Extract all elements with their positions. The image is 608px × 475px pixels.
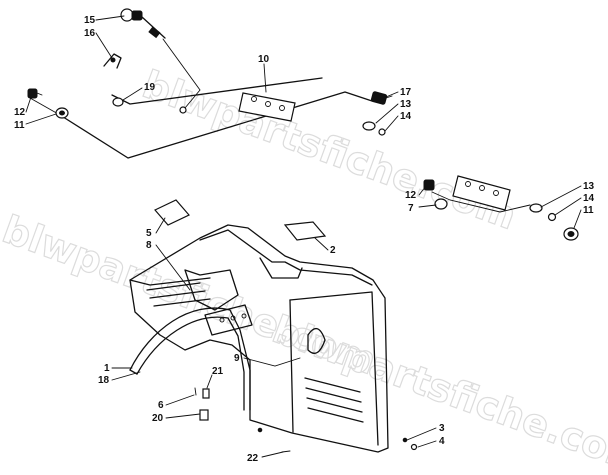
- hood-front-lip: [129, 277, 211, 286]
- grommet-19: [112, 97, 124, 107]
- switch-17: [370, 91, 393, 105]
- callout-9: 9: [234, 353, 240, 364]
- hood-notch: [259, 257, 303, 279]
- rivet-22: [257, 427, 263, 433]
- louvers-front: [146, 282, 211, 307]
- center-plate: [204, 304, 253, 336]
- callout-19: 19: [144, 82, 156, 93]
- plate-10: [238, 92, 296, 122]
- watermark: blwpartsfiche.com blwpartsfiche.com blwp…: [0, 62, 608, 475]
- switch-assembly-upper: [27, 8, 393, 159]
- fasteners: [194, 387, 418, 453]
- wiring-lead-12: [29, 97, 61, 116]
- washer-7: [434, 198, 448, 210]
- nut-14-upper: [378, 128, 386, 136]
- louvers-side: [304, 377, 364, 423]
- leader-lines: [25, 15, 582, 458]
- callout-17: 17: [400, 87, 412, 98]
- washer-13-upper: [362, 121, 376, 131]
- side-panel-edge: [289, 299, 294, 433]
- callout-2: 2: [330, 245, 336, 256]
- callout-14-upper: 14: [400, 111, 412, 122]
- wiring-right: [431, 191, 531, 213]
- screw-6: [194, 387, 197, 396]
- washer-13-right: [529, 203, 543, 213]
- switch-assembly-right: [423, 175, 579, 241]
- callout-11-right: 11: [583, 205, 594, 216]
- callout-5: 5: [146, 228, 152, 239]
- switch-12-upper: [27, 88, 43, 99]
- callout-15-upper: 15: [84, 15, 96, 26]
- trim-outer: [129, 307, 251, 411]
- callout-13-upper: 13: [400, 99, 412, 110]
- side-panel-cutout: [307, 328, 326, 354]
- callout-3: 3: [439, 423, 445, 434]
- callout-14-right: 14: [583, 193, 595, 204]
- hood-panel: [129, 224, 389, 453]
- callout-10: 10: [258, 54, 270, 65]
- callout-20: 20: [152, 413, 164, 424]
- callout-22: 22: [247, 453, 259, 464]
- switch-12-right: [423, 179, 435, 191]
- callout-18: 18: [98, 375, 110, 386]
- callout-7: 7: [408, 203, 414, 214]
- bracket-16: [103, 53, 122, 69]
- hood-recess: [184, 269, 239, 311]
- side-panel-face: [289, 291, 379, 446]
- nut-11-right: [563, 227, 579, 241]
- callout-11-upper: 11: [14, 120, 25, 131]
- callout-1: 1: [104, 363, 110, 374]
- callout-12-right: 12: [405, 190, 417, 201]
- callout-21: 21: [212, 366, 224, 377]
- clip-20: [199, 409, 209, 421]
- trim-inner: [136, 316, 245, 411]
- callout-8: 8: [146, 240, 152, 251]
- decal-5: [154, 199, 190, 226]
- nut-11-upper: [55, 107, 69, 119]
- watermark-text-top: blwpartsfiche.com: [137, 62, 522, 238]
- nut-4: [410, 443, 418, 451]
- callouts: 15 16 10 17 13 14 19 12 11 12 7 13 14 11…: [14, 15, 595, 464]
- callout-4: 4: [439, 436, 445, 447]
- clip-21: [202, 388, 210, 399]
- washer-3: [402, 437, 408, 443]
- callout-16: 16: [84, 28, 96, 39]
- hood-outline: [129, 224, 389, 453]
- nut-14-right: [547, 212, 557, 222]
- hood-top-rim: [199, 229, 373, 286]
- connector-15: [120, 8, 201, 114]
- wiring-loop-outer: [59, 91, 373, 159]
- callout-12-upper: 12: [14, 107, 26, 118]
- plate-right: [452, 175, 511, 211]
- decal-2: [283, 221, 327, 241]
- callout-6: 6: [158, 400, 164, 411]
- callout-13-right: 13: [583, 181, 595, 192]
